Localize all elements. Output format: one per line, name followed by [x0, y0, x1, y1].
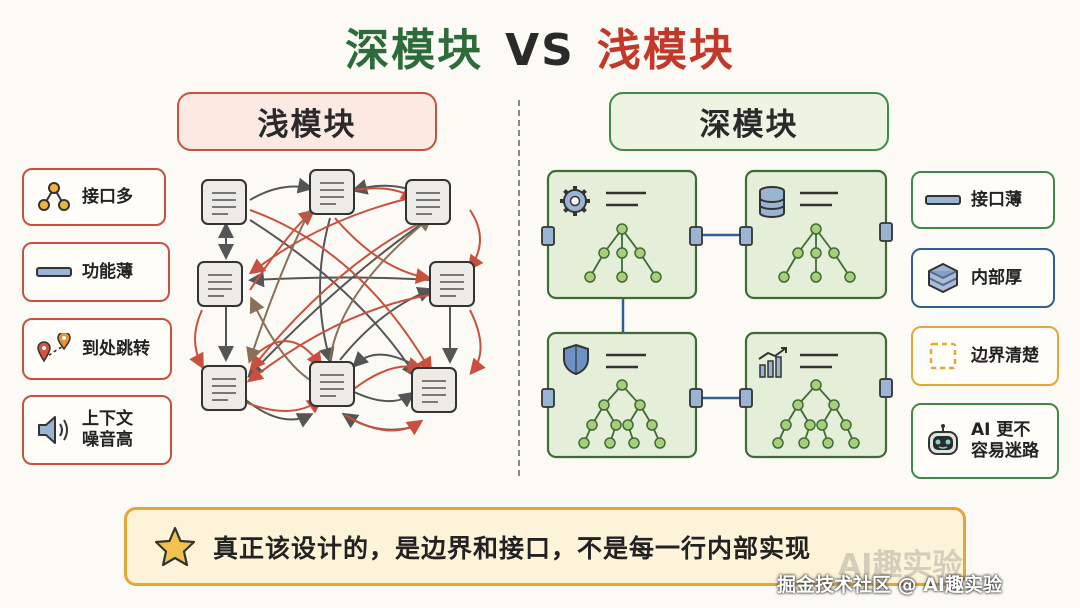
tag-label: 到处跳转 [82, 338, 150, 359]
tag-label: 功能薄 [82, 261, 133, 282]
interface-ports [541, 222, 893, 408]
tag-label: AI 更不 容易迷路 [971, 420, 1039, 461]
shallow-module-header: 浅模块 [177, 92, 437, 151]
shield-icon [563, 343, 589, 376]
title-deep: 深模块 [345, 25, 484, 76]
tag-thick-internals: 内部厚 [911, 248, 1055, 308]
tag-label: 接口薄 [971, 189, 1022, 210]
speaker-icon [34, 413, 74, 447]
tag-label: 边界清楚 [971, 345, 1039, 366]
module-node [201, 365, 247, 411]
map-route-pins-icon [34, 332, 74, 366]
tag-many-interfaces: 接口多 [22, 168, 166, 226]
deep-module-shield [546, 331, 698, 459]
page-title: 深模块 VS 浅模块 [0, 14, 1080, 78]
module-node [197, 261, 243, 307]
module-node [309, 169, 355, 215]
deep-module-gear [546, 169, 698, 300]
module-node [405, 179, 451, 225]
watermark: 掘金技术社区 @ AI趣实验 [777, 574, 1003, 596]
watermark-faint: AI趣实验 [838, 548, 963, 583]
tag-thin-interface: 接口薄 [911, 171, 1055, 229]
deep-module-chart [744, 331, 888, 459]
stacked-layers-icon [923, 261, 963, 295]
thin-bar-icon [34, 255, 74, 289]
tag-label: 上下文 噪音高 [82, 409, 133, 450]
robot-icon [923, 424, 963, 458]
center-divider [518, 100, 520, 476]
tag-thin-function: 功能薄 [22, 242, 170, 302]
star-icon [153, 526, 197, 568]
deep-module-database [744, 169, 888, 300]
title-shallow: 浅模块 [596, 25, 735, 76]
shallow-network-diagram [189, 169, 486, 436]
deep-module-header: 深模块 [609, 92, 889, 151]
network-nodes-icon [34, 180, 74, 214]
module-node [429, 261, 475, 307]
module-nodes [197, 169, 475, 413]
tag-label: 内部厚 [971, 267, 1022, 288]
key-takeaway-banner: 真正该设计的，是边界和接口，不是每一行内部实现 [124, 507, 966, 586]
tag-jump-around: 到处跳转 [22, 318, 172, 380]
tag-ai-not-lost: AI 更不 容易迷路 [911, 403, 1059, 479]
database-icon [759, 186, 785, 218]
tag-clear-boundary: 边界清楚 [911, 326, 1059, 386]
gear-icon [560, 186, 590, 216]
module-node [309, 361, 355, 407]
title-vs: VS [505, 25, 575, 76]
thin-bar-icon [923, 183, 963, 217]
deep-modules-diagram [541, 169, 893, 459]
module-node [201, 179, 247, 225]
tag-context-noise: 上下文 噪音高 [22, 395, 172, 465]
tag-label: 接口多 [82, 186, 133, 207]
module-node [411, 367, 457, 413]
takeaway-text: 真正该设计的，是边界和接口，不是每一行内部实现 [213, 533, 812, 563]
bar-chart-icon [758, 347, 787, 378]
dashed-square-icon [923, 339, 963, 373]
